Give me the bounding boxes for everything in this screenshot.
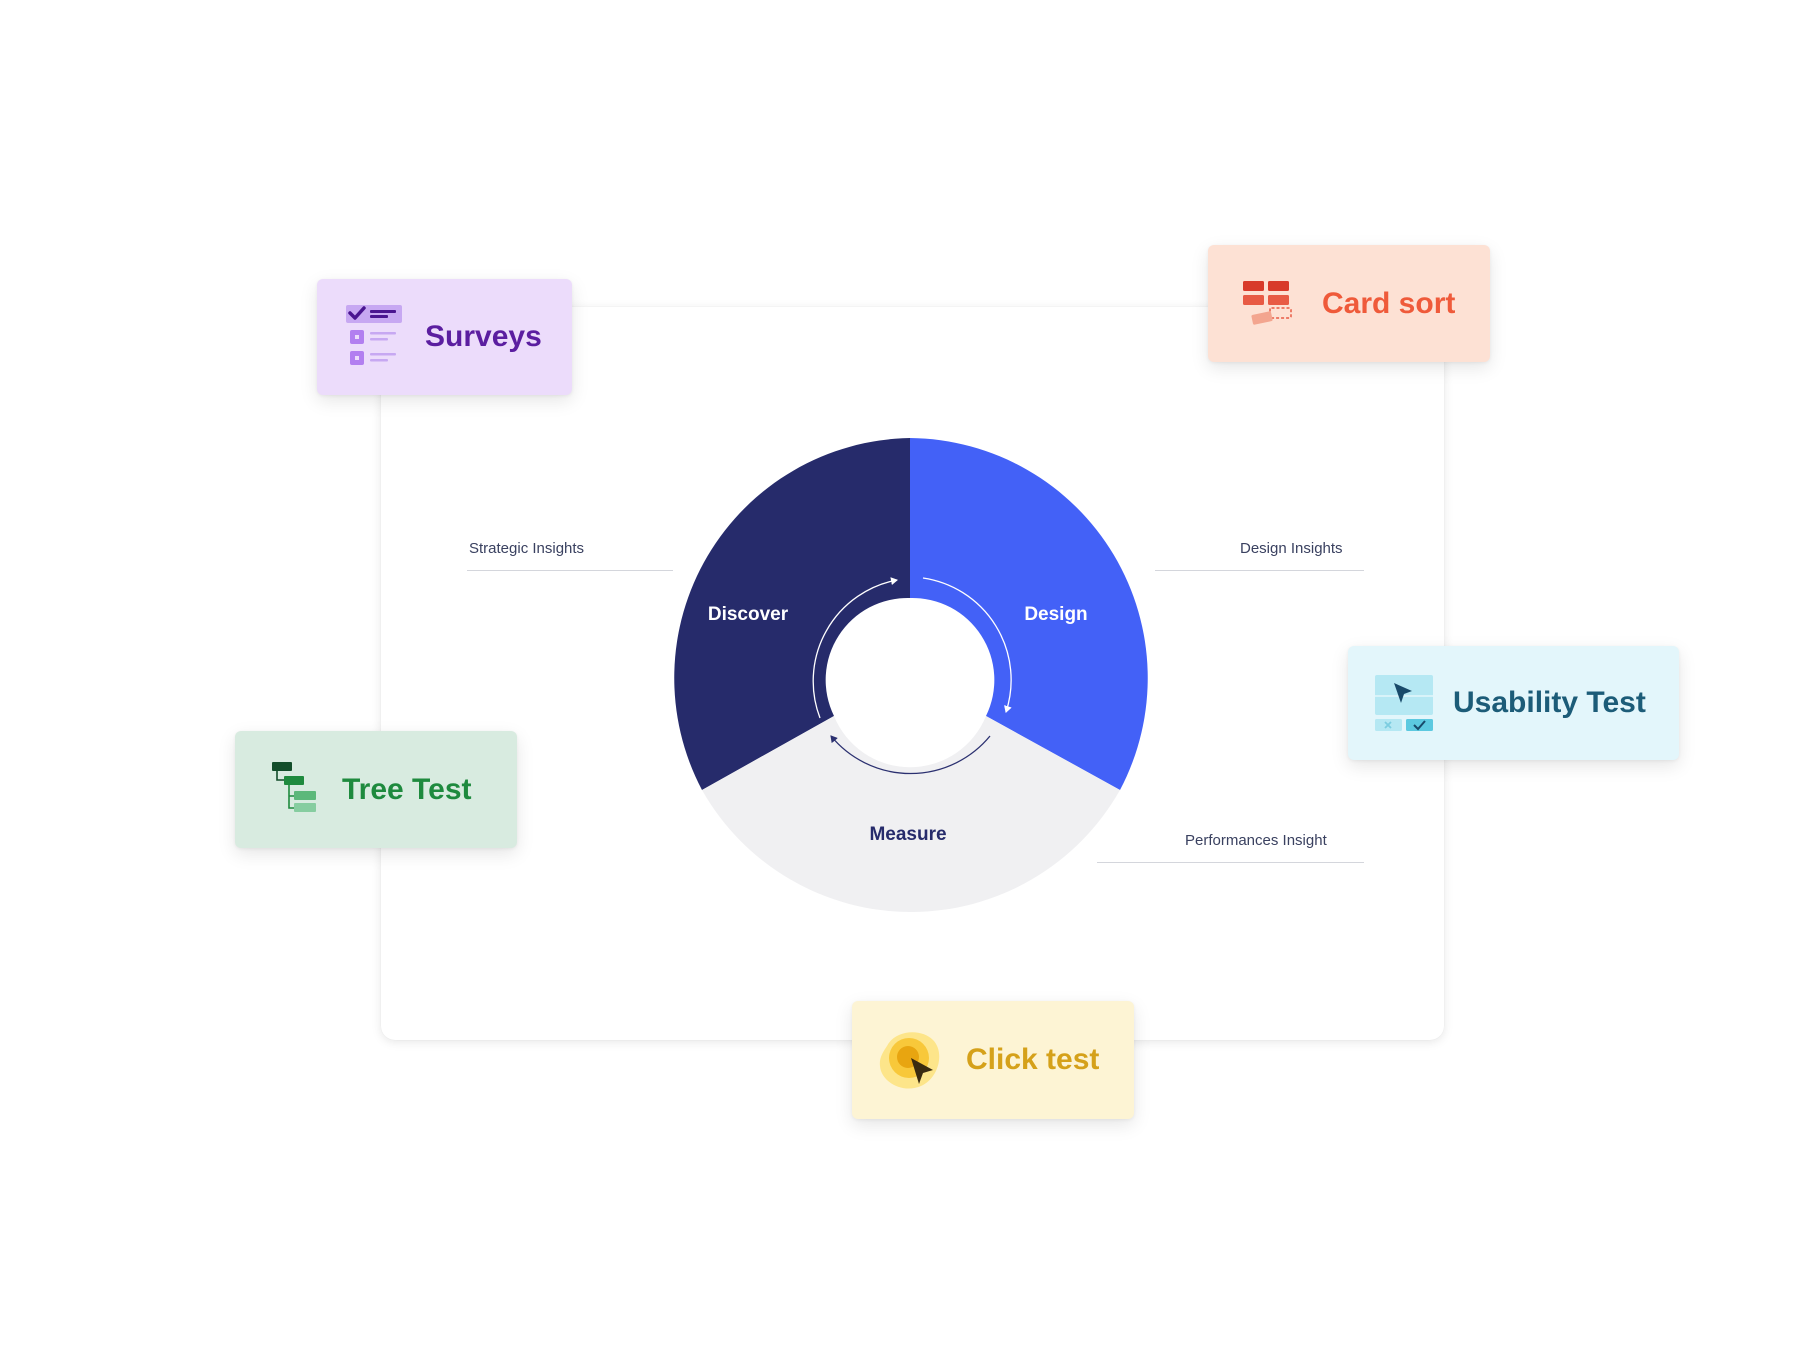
strategic-insights-line (467, 570, 673, 571)
click-test-card[interactable]: Click test (852, 1001, 1134, 1119)
segment-measure[interactable] (702, 716, 1120, 913)
segment-label-measure: Measure (869, 824, 946, 845)
strategic-insights-label: Strategic Insights (469, 540, 585, 557)
tree-test-label: Tree Test (342, 772, 472, 806)
design-insights-line (1155, 570, 1364, 571)
click-target-icon (877, 1026, 945, 1094)
segment-discover[interactable] (674, 438, 910, 790)
cycle-arrow-measure (830, 735, 991, 775)
performance-insight-line (1097, 862, 1364, 863)
segment-design[interactable] (910, 438, 1148, 790)
segment-label-design: Design (1024, 604, 1087, 625)
diagram-panel (381, 307, 1444, 1040)
segment-label-discover: Discover (708, 604, 789, 625)
surveys-card[interactable]: Surveys (317, 279, 572, 395)
survey-checklist-icon (346, 305, 402, 369)
card-sort-label: Card sort (1322, 286, 1456, 320)
click-test-label: Click test (966, 1043, 1100, 1076)
cursor-screen-icon (1375, 673, 1435, 733)
performance-insight-label: Performances Insight (1185, 832, 1327, 849)
surveys-label: Surveys (425, 320, 542, 353)
design-insights-label: Design Insights (1240, 540, 1343, 557)
cycle-arrow-design (922, 577, 1012, 713)
card-sort-icon (1243, 277, 1297, 331)
card-sort-card[interactable]: Card sort (1208, 245, 1490, 362)
tree-test-card[interactable]: Tree Test (235, 731, 517, 848)
tree-hierarchy-icon (272, 761, 316, 818)
cycle-arrow-discover (812, 577, 898, 719)
donut-segments (674, 438, 1148, 913)
usability-test-card[interactable]: Usability Test (1348, 646, 1679, 760)
usability-test-label: Usability Test (1453, 686, 1646, 719)
